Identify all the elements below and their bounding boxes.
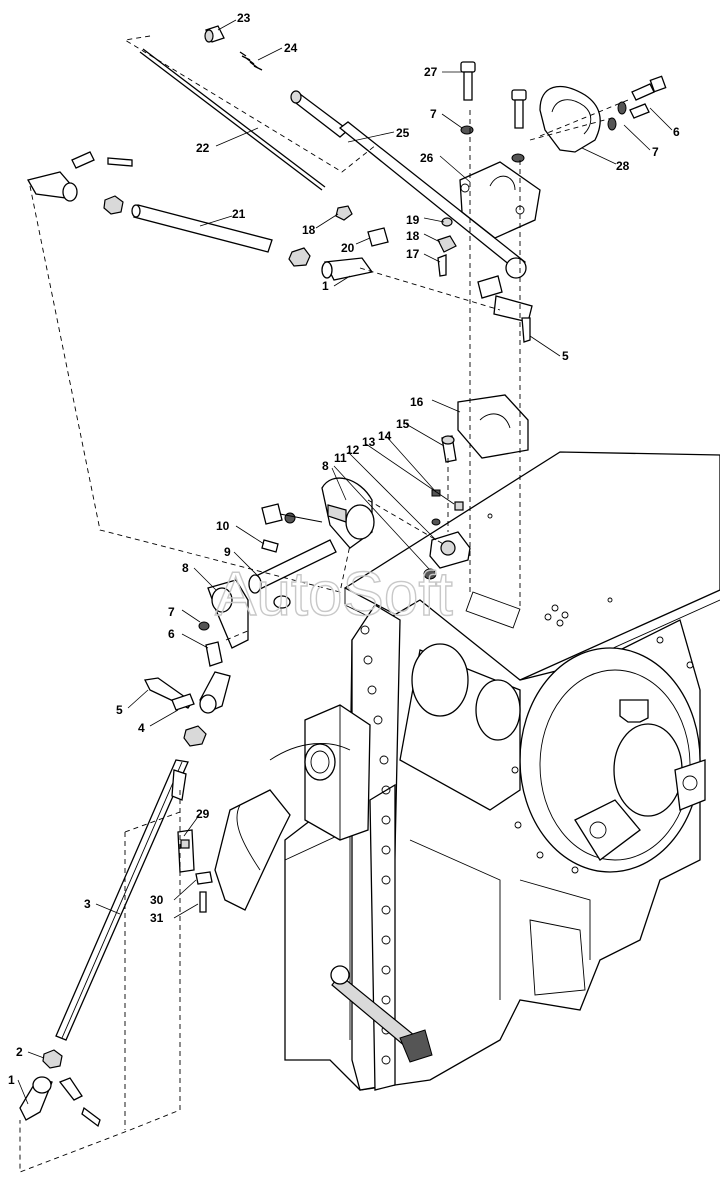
- callout-12: 12: [346, 443, 360, 457]
- callout-31: 31: [150, 911, 164, 925]
- callout-numbers: 23 24 27 7 25 22 26 6 7 28 21 18 19 18 2…: [8, 11, 680, 1087]
- callout-20: 20: [341, 241, 355, 255]
- callout-8-left: 8: [182, 561, 189, 575]
- assembly-guide-lines: [19, 35, 629, 1173]
- callout-1-bottom: 1: [8, 1073, 15, 1087]
- callout-29: 29: [196, 807, 210, 821]
- middle-linkage: [144, 394, 529, 747]
- callout-2: 2: [16, 1045, 23, 1059]
- callout-17: 17: [406, 247, 420, 261]
- callout-15: 15: [396, 417, 410, 431]
- callout-22: 22: [196, 141, 210, 155]
- callout-6-right: 6: [673, 125, 680, 139]
- callout-26: 26: [420, 151, 434, 165]
- callout-25: 25: [396, 126, 410, 140]
- callout-27: 27: [424, 65, 438, 79]
- callout-1-top: 1: [322, 279, 329, 293]
- callout-30: 30: [150, 893, 164, 907]
- callout-7-right: 7: [652, 145, 659, 159]
- upper-linkage: [27, 25, 667, 343]
- callout-18-right: 18: [406, 229, 420, 243]
- callout-11: 11: [334, 451, 347, 465]
- callout-24: 24: [284, 41, 298, 55]
- transmission-housing: [214, 451, 720, 1091]
- callout-14: 14: [378, 429, 392, 443]
- callout-5-top: 5: [562, 349, 569, 363]
- watermark-text: AutoSoft: [215, 560, 453, 629]
- callout-13: 13: [362, 435, 376, 449]
- callout-8-center: 8: [322, 459, 329, 473]
- callout-10: 10: [216, 519, 230, 533]
- callout-19: 19: [406, 213, 420, 227]
- callout-7-top: 7: [430, 107, 437, 121]
- callout-6-left: 6: [168, 627, 175, 641]
- callout-16: 16: [410, 395, 424, 409]
- lower-linkage: [19, 759, 213, 1128]
- callout-5-left: 5: [116, 703, 123, 717]
- callout-9: 9: [224, 545, 231, 559]
- callout-7-left: 7: [168, 605, 175, 619]
- leader-lines: [17, 19, 673, 1105]
- callout-21: 21: [232, 207, 246, 221]
- callout-23: 23: [237, 11, 251, 25]
- callout-18-left: 18: [302, 223, 316, 237]
- callout-28: 28: [616, 159, 630, 173]
- callout-3: 3: [84, 897, 91, 911]
- callout-4: 4: [138, 721, 145, 735]
